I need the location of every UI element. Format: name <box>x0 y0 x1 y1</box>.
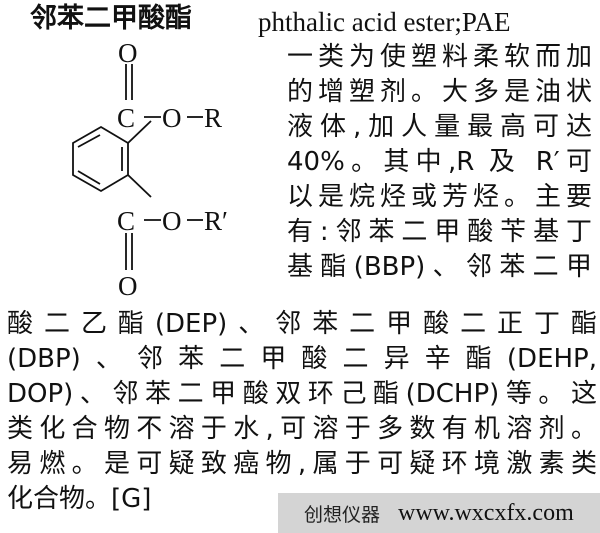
atom-r-prime-bottom: R′ <box>204 206 228 236</box>
body-text-line: 酸二乙酯(DEP)、邻苯二甲酸二正丁酯 <box>7 309 597 339</box>
body-text-line: 易燃。是可疑致癌物,属于可疑环境激素类 <box>7 449 597 479</box>
body-text-line: 以是烷烃或芳烃。主要 <box>287 182 592 212</box>
body-text-line: 有:邻苯二甲酸苄基丁 <box>287 217 592 247</box>
entry-term-chinese: 邻苯二甲酸酯 <box>30 3 192 34</box>
atom-oxygen-bottom: O <box>118 271 138 300</box>
atom-oxygen-ester-bottom: O <box>162 206 182 236</box>
atom-oxygen-top: O <box>118 40 138 68</box>
body-text-line: DOP)、邻苯二甲酸双环己酯(DCHP)等。这 <box>7 379 597 409</box>
body-text-line: 40%。其中,R 及 R′可 <box>287 147 592 177</box>
body-text-line: 的增塑剂。大多是油状 <box>287 77 592 107</box>
entry-term-english: phthalic acid ester;PAE <box>258 7 511 37</box>
body-text-line: (DBP)、邻苯二甲酸二异辛酯(DEHP, <box>7 344 597 374</box>
atom-r-top: R <box>204 103 222 133</box>
body-text-line: 液体,加人量最高可达 <box>287 112 592 142</box>
phthalate-structure-diagram: O C O R C O R′ O <box>72 40 228 300</box>
watermark-banner: 创想仪器 www.wxcxfx.com <box>278 493 600 533</box>
body-text-line: 类化合物不溶于水,可溶于多数有机溶剂。 <box>7 414 597 444</box>
watermark-url: www.wxcxfx.com <box>398 499 574 526</box>
atom-carbon-bottom: C <box>117 206 135 236</box>
atom-oxygen-ester-top: O <box>162 103 182 133</box>
watermark-brand: 创想仪器 <box>304 503 381 526</box>
atom-carbon-top: C <box>117 103 135 133</box>
body-text-line: 基酯(BBP)、邻苯二甲 <box>287 252 592 282</box>
body-text-line: 一类为使塑料柔软而加 <box>287 42 592 72</box>
body-text-line-last: 化合物。[G] <box>7 484 152 514</box>
structure-bonds <box>72 64 203 270</box>
